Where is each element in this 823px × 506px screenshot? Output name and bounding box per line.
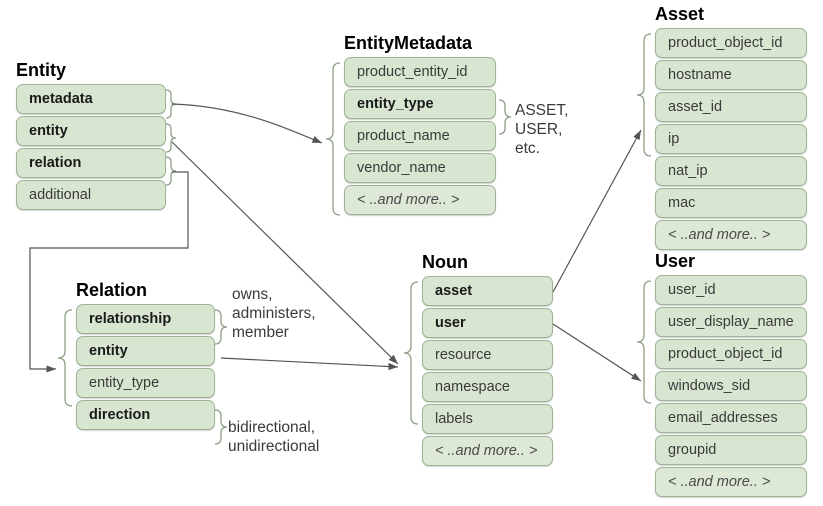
field-user-and-more[interactable]: < ..and more.. > (655, 467, 807, 497)
field-entity-additional[interactable]: additional (16, 180, 166, 210)
group-entity-title: Entity (16, 60, 67, 80)
field-user-product-object-id[interactable]: product_object_id (655, 339, 807, 369)
field-em-product-entity-id[interactable]: product_entity_id (344, 57, 496, 87)
field-user-user-display-name[interactable]: user_display_name (655, 307, 807, 337)
group-asset-title: Asset (655, 4, 705, 24)
connector-relationentity-to-noun (220, 357, 399, 371)
group-asset-fields: product_object_id hostname asset_id ip n… (655, 28, 807, 250)
direction-brace (214, 409, 228, 445)
field-asset-nat-ip[interactable]: nat_ip (655, 156, 807, 186)
field-asset-product-object-id[interactable]: product_object_id (655, 28, 807, 58)
field-relation-entity[interactable]: entity (76, 336, 215, 366)
entitymetadata-brace (325, 62, 341, 216)
field-em-vendor-name[interactable]: vendor_name (344, 153, 496, 183)
field-em-and-more[interactable]: < ..and more.. > (344, 185, 496, 215)
group-entitymetadata-title: EntityMetadata (344, 33, 473, 53)
field-noun-asset[interactable]: asset (422, 276, 553, 306)
group-relation: Relation relationship entity entity_type… (76, 280, 215, 432)
field-noun-user[interactable]: user (422, 308, 553, 338)
entity-field-braces (165, 89, 177, 186)
group-noun-fields: asset user resource namespace labels < .… (422, 276, 553, 466)
annotation-relationship-values: owns, administers, member (232, 286, 316, 341)
annotation-entity-type-values: ASSET, USER, etc. (515, 102, 569, 157)
group-entity: Entity metadata entity relation addition… (16, 60, 166, 212)
group-user-fields: user_id user_display_name product_object… (655, 275, 807, 497)
connector-noun-user-to-user (552, 323, 642, 382)
group-relation-title: Relation (76, 280, 148, 300)
entity-type-brace (498, 99, 512, 135)
connector-metadata-to-entitymetadata (171, 103, 323, 144)
annotation-direction-values: bidirectional, unidirectional (228, 419, 320, 455)
field-user-windows-sid[interactable]: windows_sid (655, 371, 807, 401)
field-user-groupid[interactable]: groupid (655, 435, 807, 465)
relation-brace (57, 309, 73, 407)
field-relation-direction[interactable]: direction (76, 400, 215, 430)
user-brace (636, 280, 652, 404)
noun-brace (403, 281, 419, 425)
group-entitymetadata-fields: product_entity_id entity_type product_na… (344, 57, 496, 215)
field-asset-mac[interactable]: mac (655, 188, 807, 218)
group-asset: Asset product_object_id hostname asset_i… (655, 4, 807, 252)
group-user-title: User (655, 251, 696, 271)
group-entity-fields: metadata entity relation additional (16, 84, 166, 210)
field-asset-asset-id[interactable]: asset_id (655, 92, 807, 122)
field-user-email-addresses[interactable]: email_addresses (655, 403, 807, 433)
group-noun-title: Noun (422, 252, 468, 272)
field-em-entity-type[interactable]: entity_type (344, 89, 496, 119)
field-asset-and-more[interactable]: < ..and more.. > (655, 220, 807, 250)
field-entity-relation[interactable]: relation (16, 148, 166, 178)
field-user-user-id[interactable]: user_id (655, 275, 807, 305)
field-asset-ip[interactable]: ip (655, 124, 807, 154)
field-entity-entity[interactable]: entity (16, 116, 166, 146)
field-relation-entity-type[interactable]: entity_type (76, 368, 215, 398)
field-noun-resource[interactable]: resource (422, 340, 553, 370)
group-relation-fields: relationship entity entity_type directio… (76, 304, 215, 430)
asset-brace (636, 33, 652, 157)
group-user: User user_id user_display_name product_o… (655, 251, 807, 499)
group-noun: Noun asset user resource namespace label… (422, 252, 553, 468)
field-asset-hostname[interactable]: hostname (655, 60, 807, 90)
field-noun-labels[interactable]: labels (422, 404, 553, 434)
field-relation-relationship[interactable]: relationship (76, 304, 215, 334)
field-entity-metadata[interactable]: metadata (16, 84, 166, 114)
group-entitymetadata: EntityMetadata product_entity_id entity_… (344, 33, 496, 217)
field-noun-and-more[interactable]: < ..and more.. > (422, 436, 553, 466)
relationship-brace (214, 309, 228, 345)
field-em-product-name[interactable]: product_name (344, 121, 496, 151)
field-noun-namespace[interactable]: namespace (422, 372, 553, 402)
